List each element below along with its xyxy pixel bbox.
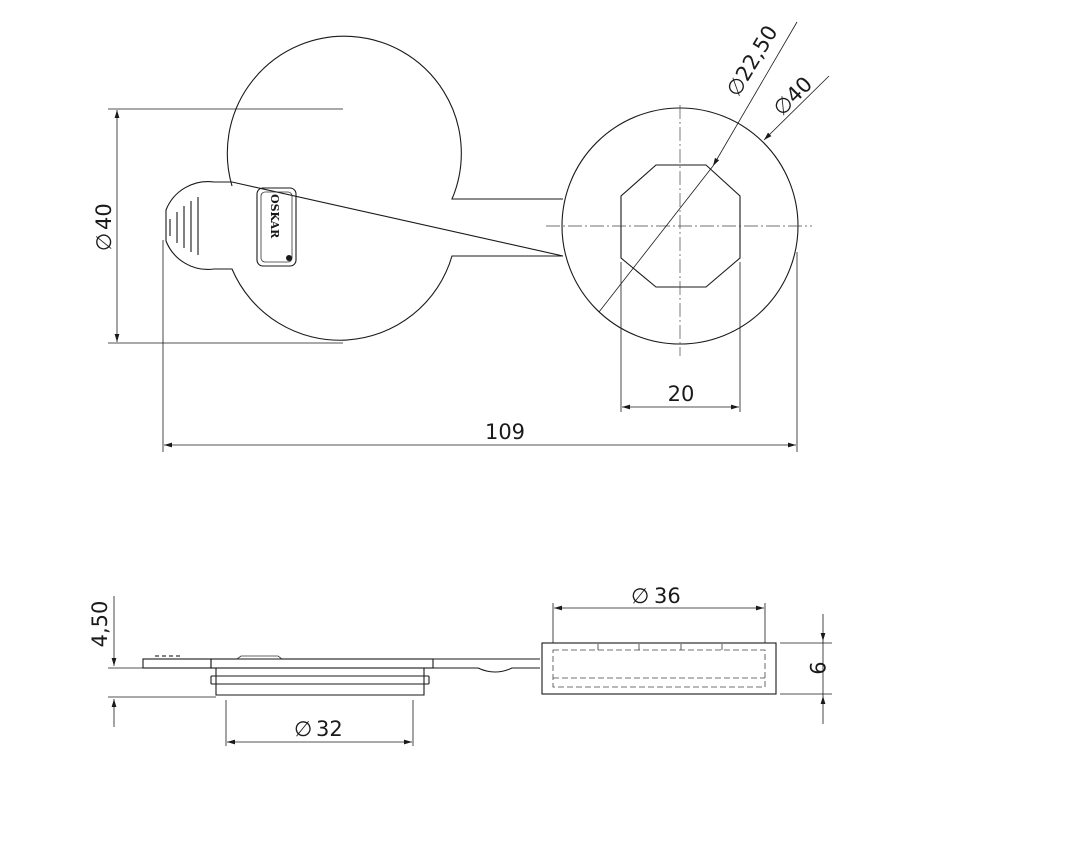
dim-plate-thickness: 4,50 [88, 601, 112, 648]
logo-text: OSKAR [268, 194, 281, 239]
side-tab [142, 658, 212, 669]
leader-ring-diameter [763, 75, 830, 141]
diameter-symbol: ∅ [631, 584, 649, 608]
ring-square-opening [620, 164, 741, 288]
diameter-symbol: ∅ [294, 717, 312, 741]
dim-ring-outer-diameter: 36 [654, 584, 681, 608]
dim-square-width: 20 [668, 382, 695, 406]
oskar-logo-icon: OSKAR [256, 187, 297, 267]
dim-overall-length: 109 [485, 420, 525, 444]
dim-cap-diameter: 40 [92, 203, 116, 230]
dim-ring-height: 9 [805, 661, 829, 674]
leader-inner-diameter [712, 21, 798, 167]
top-view: OSKAR ∅ 40 20 109 ∅ 22,5 [92, 21, 830, 452]
cap-outline [165, 35, 564, 341]
grip-ribs [169, 197, 199, 255]
side-cap-plate [210, 658, 434, 669]
dim-inner-diameter: 22,50 [731, 21, 783, 85]
dim-lug-diameter: 32 [316, 717, 343, 741]
side-ring [541, 642, 777, 695]
side-lug [215, 668, 425, 696]
diameter-symbol: ∅ [92, 233, 116, 251]
side-view: 4,50 ∅ 32 ∅ 36 9 [88, 584, 832, 746]
side-strap [433, 658, 540, 673]
